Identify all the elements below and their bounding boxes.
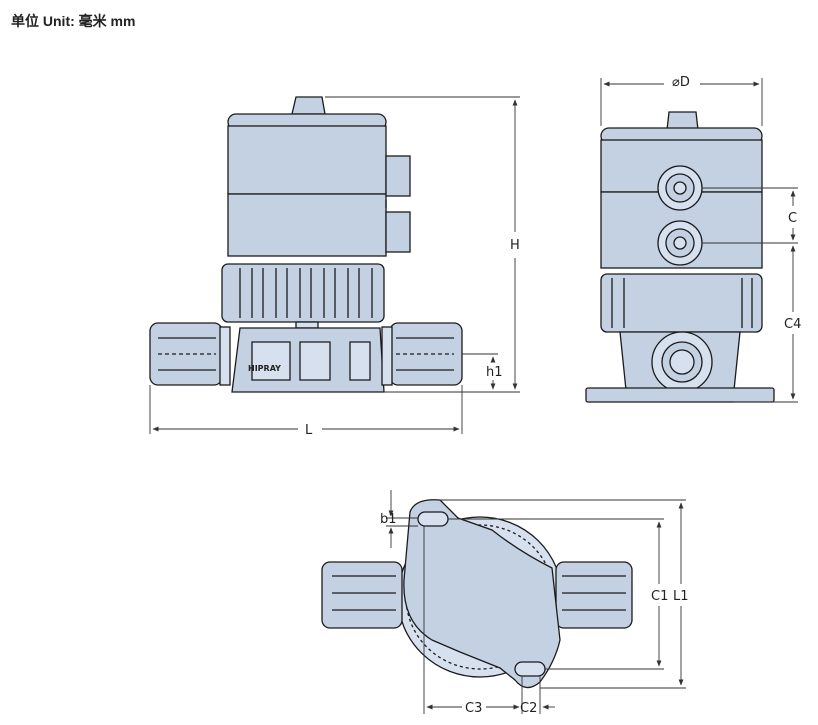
dim-label-l1: L1	[673, 589, 689, 604]
brand-logo: HIPRAY	[248, 364, 281, 373]
side-view-dimensions	[600, 78, 798, 403]
dim-label-c4: C4	[784, 317, 801, 332]
unit-title: 单位 Unit: 毫米 mm	[11, 13, 136, 29]
dim-label-c1: C1	[651, 589, 668, 604]
front-view-dimensions	[149, 96, 520, 434]
dim-label-c3: C3	[465, 701, 482, 716]
side-view	[585, 111, 775, 403]
dim-label-c: C	[788, 211, 797, 226]
dim-label-l: L	[305, 423, 313, 438]
front-view	[149, 96, 463, 393]
dim-label-h: H	[510, 238, 520, 253]
dim-label-d: ⌀D	[672, 75, 690, 90]
top-view	[321, 499, 633, 689]
dim-label-b1: b1	[380, 512, 397, 527]
top-view-dimensions	[386, 490, 686, 714]
dim-label-c2: C2	[520, 701, 537, 716]
dim-label-h1: h1	[486, 365, 503, 380]
